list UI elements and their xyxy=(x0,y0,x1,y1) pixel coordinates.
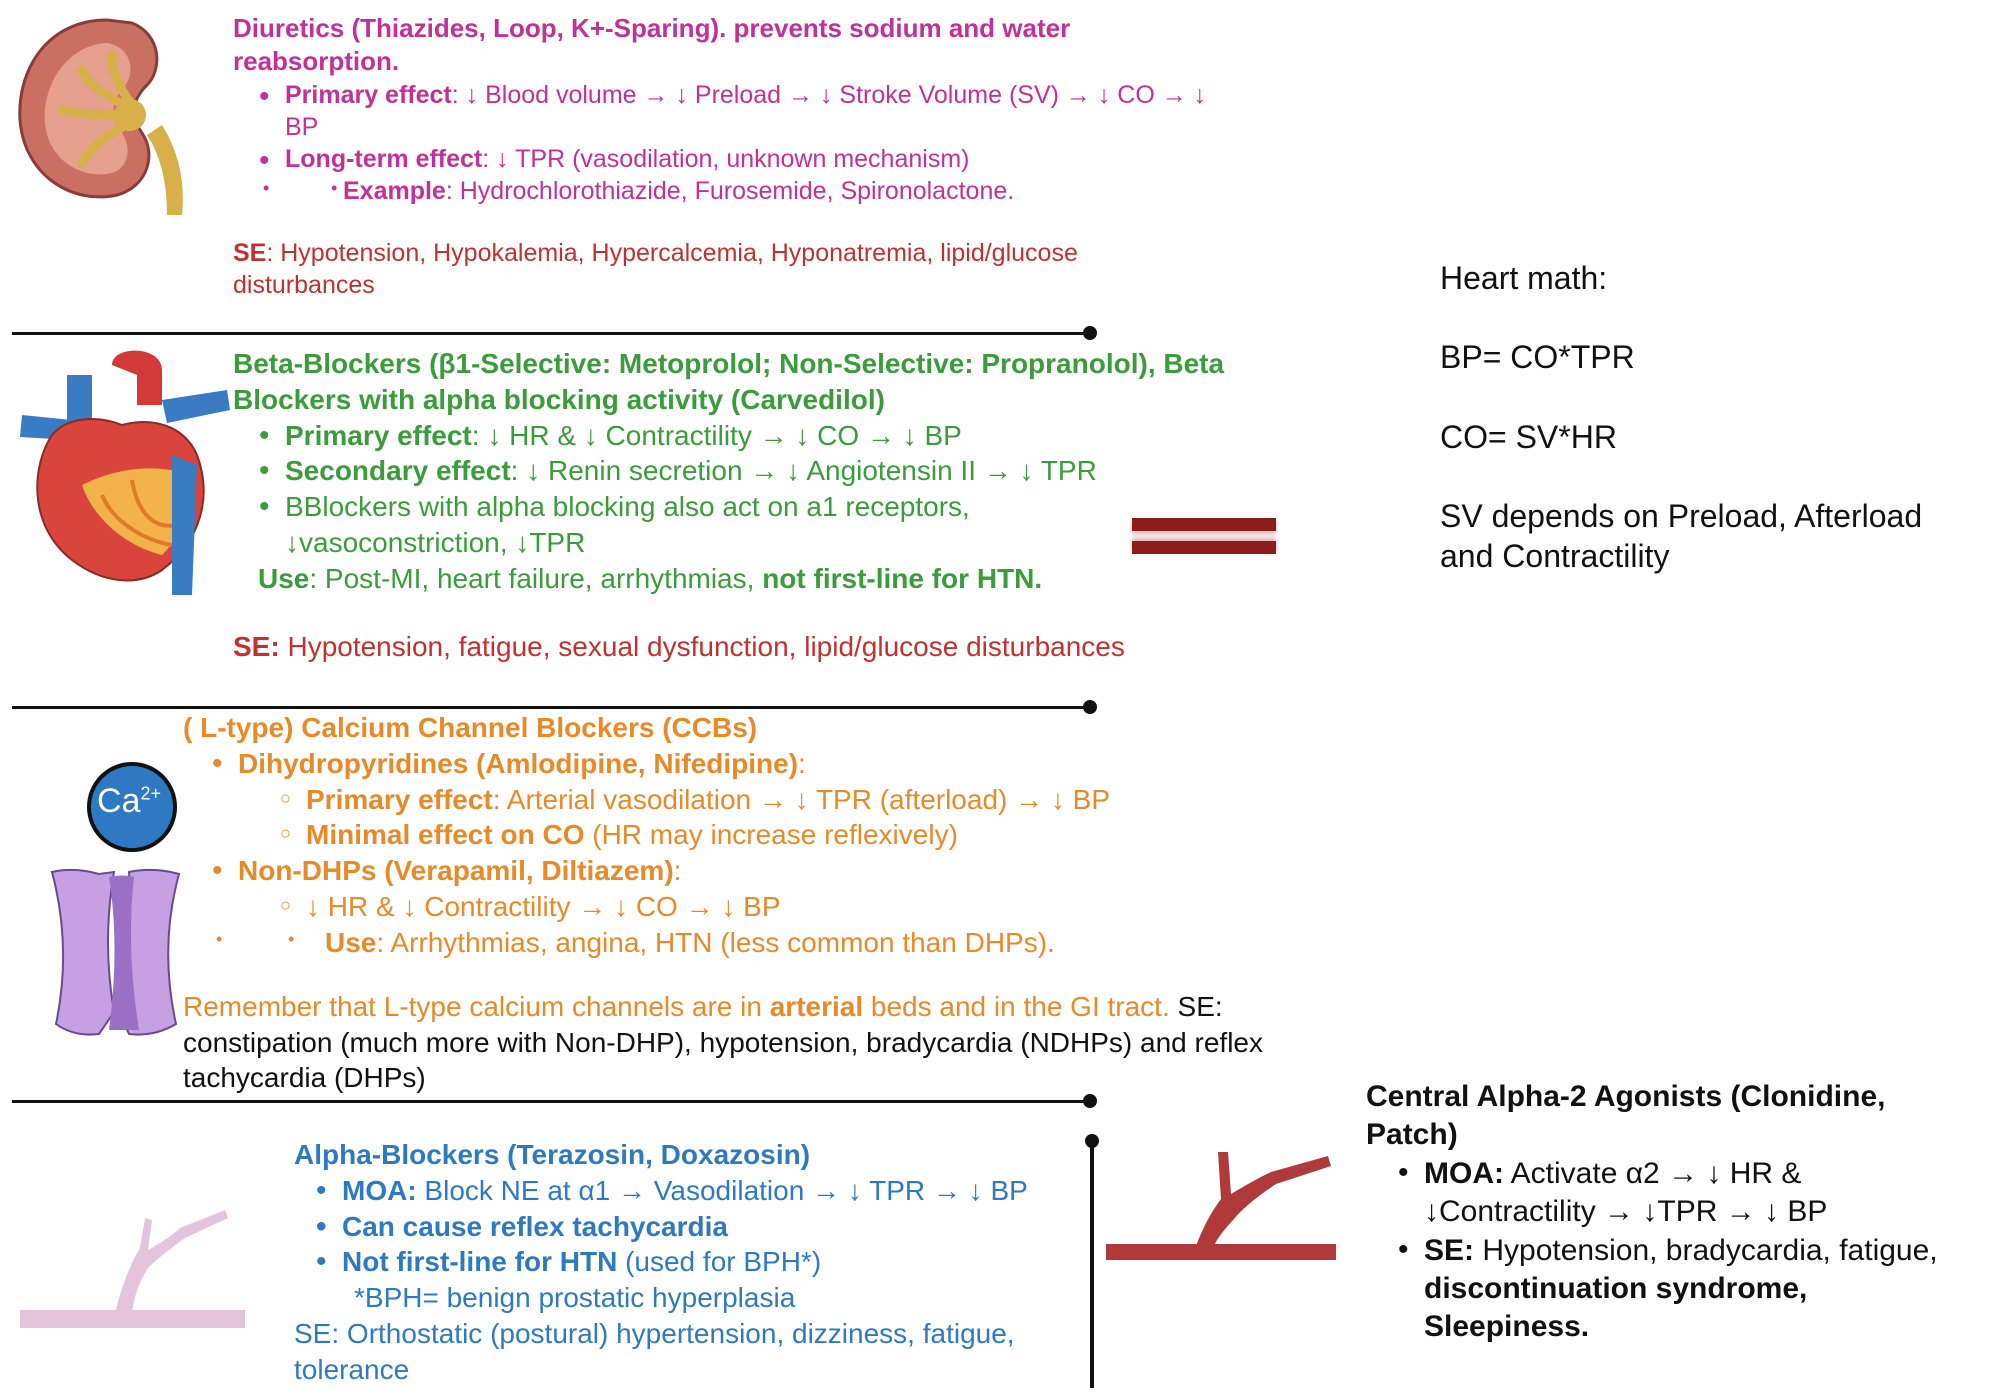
alpha-reflex: Can cause reflex tachycardia xyxy=(314,1208,1094,1246)
ccb-title: ( L-type) Calcium Channel Blockers (CCBs… xyxy=(183,712,758,743)
beta-side-effects: SE: Hypotension, fatigue, sexual dysfunc… xyxy=(233,630,1125,662)
divider-end-dot xyxy=(1083,326,1097,340)
ccb-nondhp-effect: ↓ HR & ↓ Contractility → ↓ CO → ↓ BP xyxy=(278,889,1303,925)
heart-icon xyxy=(20,350,230,595)
divider-line xyxy=(12,332,1095,335)
central-alpha2-title: Central Alpha-2 Agonists (Clonidine, Pat… xyxy=(1366,1080,1886,1152)
calcium-channel-icon xyxy=(50,762,181,1036)
beta-blockers-section: Beta-Blockers (β1-Selective: Metoprolol;… xyxy=(233,346,1233,665)
beta-secondary-effect: Secondary effect: ↓ Renin secretion → ↓ … xyxy=(257,452,1233,490)
central-moa: MOA: Activate α2 → ↓ HR & ↓Contractility… xyxy=(1396,1154,1966,1232)
ccb-dhp: Dihydropyridines (Amlodipine, Nifedipine… xyxy=(210,745,1303,853)
heart-math-heading: Heart math: xyxy=(1440,260,1608,296)
diuretics-title: Diuretics (Thiazides, Loop, K+-Sparing).… xyxy=(233,13,1071,77)
ccb-side-effects: SE: constipation (much more with Non-DHP… xyxy=(183,990,1263,1094)
kidney-icon xyxy=(18,18,183,215)
divider-end-dot xyxy=(1083,700,1097,714)
blood-vessel-icon xyxy=(20,1210,245,1328)
central-alpha2-section: Central Alpha-2 Agonists (Clonidine, Pat… xyxy=(1366,1078,1966,1347)
beta-alpha-activity: BBlockers with alpha blocking also act o… xyxy=(257,488,1085,561)
ccb-nondhp: Non-DHPs (Verapamil, Diltiazem): ↓ HR & … xyxy=(210,852,1303,925)
alpha-moa: MOA: Block NE at α1 → Vasodilation → ↓ T… xyxy=(314,1172,1072,1210)
ccb-use: • • Use: Arrhythmias, angina, HTN (less … xyxy=(216,926,1055,958)
calcium-ion-label: Ca2+ xyxy=(97,782,161,820)
beta-primary-effect: Primary effect: ↓ HR & ↓ Contractility →… xyxy=(257,417,1233,455)
vertical-divider-dot xyxy=(1085,1134,1099,1148)
ccb-section: ( L-type) Calcium Channel Blockers (CCBs… xyxy=(183,710,1303,1096)
divider-end-dot xyxy=(1083,1094,1097,1108)
equals-sign-top-bar xyxy=(1132,518,1276,531)
alpha-blockers-title: Alpha-Blockers (Terazosin, Doxazosin) xyxy=(294,1139,811,1170)
equals-sign-bottom-bar xyxy=(1132,541,1276,554)
central-side-effects: SE: Hypotension, bradycardia, fatigue, d… xyxy=(1396,1231,1966,1347)
alpha-blockers-section: Alpha-Blockers (Terazosin, Doxazosin) MO… xyxy=(294,1137,1094,1388)
diuretics-longterm-effect: Long-term effect: ↓ TPR (vasodilation, u… xyxy=(257,142,1213,180)
heart-math-panel: Heart math: BP= CO*TPR CO= SV*HR SV depe… xyxy=(1440,258,1960,616)
heart-math-bp: BP= CO*TPR xyxy=(1440,339,1635,376)
beta-blockers-title: Beta-Blockers (β1-Selective: Metoprolol;… xyxy=(233,348,1225,415)
artery-icon xyxy=(1106,1152,1336,1260)
diuretics-primary-effect: Primary effect: ↓ Blood volume → ↓ Prelo… xyxy=(257,78,1213,143)
beta-use: Use: Post-MI, heart failure, arrhythmias… xyxy=(258,562,1043,594)
heart-math-sv: SV depends on Preload, Afterload and Con… xyxy=(1440,497,1923,575)
alpha-side-effects: SE: Orthostatic (postural) hypertension,… xyxy=(294,1318,1015,1385)
ccb-dhp-primary: Primary effect: Arterial vasodilation → … xyxy=(278,782,1303,818)
heart-math-co: CO= SV*HR xyxy=(1440,418,1617,455)
diuretics-section: Diuretics (Thiazides, Loop, K+-Sparing).… xyxy=(233,12,1213,301)
divider-line xyxy=(12,1100,1095,1103)
diuretics-example: • • Example: Hydrochlorothiazide, Furose… xyxy=(263,176,1015,205)
divider-line xyxy=(12,706,1095,709)
ccb-dhp-minimal: Minimal effect on CO (HR may increase re… xyxy=(278,817,1303,853)
diuretics-side-effects: SE: Hypotension, Hypokalemia, Hypercalce… xyxy=(233,238,1078,299)
ccb-note: Remember that L-type calcium channels ar… xyxy=(183,990,1263,1094)
alpha-not-first-line: Not first-line for HTN (used for BPH*) xyxy=(314,1243,1094,1281)
alpha-bph-note: *BPH= benign prostatic hyperplasia xyxy=(354,1282,796,1314)
